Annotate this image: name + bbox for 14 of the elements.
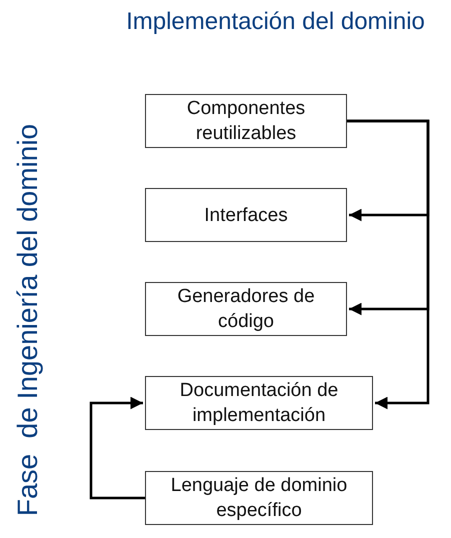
diagram-title: Implementación del dominio [125, 8, 426, 36]
box-label: Documentación de implementación [178, 379, 340, 428]
box-label: Lenguaje de dominio específico [170, 474, 348, 523]
process-box [145, 94, 347, 148]
process-box [145, 471, 373, 525]
arrow [90, 396, 145, 500]
process-box [145, 282, 347, 336]
box-label: Interfaces [204, 204, 288, 228]
box-label: Componentes reutilizables [186, 97, 306, 146]
box-label: Generadores de código [176, 285, 316, 334]
vertical-heading: Fase de Ingeniería del dominio [11, 122, 44, 518]
process-box [145, 188, 347, 242]
process-box [145, 376, 373, 430]
arrow [347, 120, 430, 410]
